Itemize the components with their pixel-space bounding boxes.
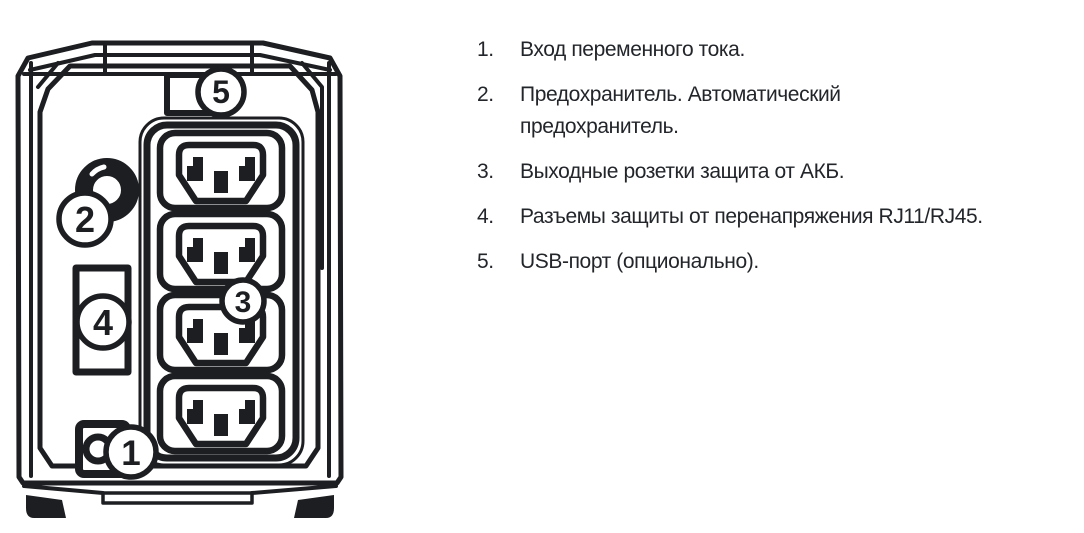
- iec-outlet-4: [156, 372, 286, 455]
- ups-rear-panel-diagram: 5 2 3 4 1: [15, 40, 344, 518]
- legend-item-number: 5.: [477, 250, 494, 273]
- legend-item-text: Вход переменного тока.: [520, 38, 745, 61]
- legend-item-4: 4. Разъемы защиты от перенапряжения RJ11…: [477, 201, 1077, 233]
- legend-item-text: USB-порт (опционально).: [520, 250, 759, 273]
- legend: 1. Вход переменного тока. 2. Предохранит…: [477, 34, 1077, 291]
- callouts: 5 2 3 4 1: [56, 66, 267, 480]
- legend-item-text: Предохранитель. Автоматический предохран…: [520, 83, 841, 138]
- legend-item-number: 3.: [477, 160, 494, 183]
- legend-item-text: Выходные розетки защита от АКБ.: [520, 160, 845, 183]
- callout-1-digit: 1: [121, 434, 140, 473]
- iec-outlet-1: [156, 129, 286, 212]
- callout-1: 1: [103, 424, 159, 480]
- legend-item-number: 2.: [477, 83, 494, 106]
- callout-2-digit: 2: [75, 199, 95, 240]
- outlet-group: [138, 116, 305, 467]
- foot-right: [294, 495, 334, 518]
- callout-2: 2: [56, 190, 114, 248]
- callout-4: 4: [74, 293, 132, 351]
- legend-item-3: 3. Выходные розетки защита от АКБ.: [477, 156, 1077, 188]
- callout-3: 3: [219, 277, 267, 325]
- rear-panel-face: [36, 61, 324, 469]
- legend-item-2: 2. Предохранитель. Автоматический предох…: [477, 79, 1077, 143]
- legend-item-number: 1.: [477, 38, 494, 61]
- foot-left: [26, 495, 66, 518]
- case-bottom: [22, 484, 338, 518]
- callout-5-digit: 5: [212, 74, 230, 110]
- callout-5: 5: [195, 66, 247, 118]
- legend-item-1: 1. Вход переменного тока.: [477, 34, 1077, 66]
- iec-outlet-2: [156, 210, 286, 293]
- legend-item-text: Разъемы защиты от перенапряжения RJ11/RJ…: [520, 205, 983, 228]
- top-band-line: [28, 53, 332, 72]
- callout-4-digit: 4: [93, 302, 113, 343]
- legend-item-number: 4.: [477, 205, 494, 228]
- legend-item-5: 5. USB-порт (опционально).: [477, 246, 1077, 278]
- ups-case-outline: [15, 40, 344, 486]
- callout-3-digit: 3: [235, 286, 252, 319]
